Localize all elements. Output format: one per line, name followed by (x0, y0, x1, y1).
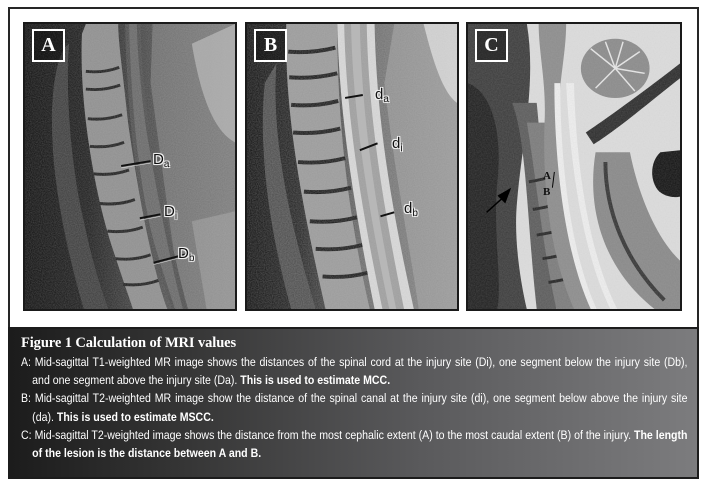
figure-caption: Figure 1 Calculation of MRI values A: Mi… (8, 327, 699, 479)
mri-panel-a: A Da Di Db (23, 22, 237, 311)
panel-label-c: C (475, 29, 508, 62)
mri-panel-b: B da di db (245, 22, 459, 311)
annotation-da-lower: da (375, 86, 389, 105)
mri-panel-c: C A B (466, 22, 682, 311)
panel-label-a: A (32, 29, 65, 62)
annotation-da: Da (153, 151, 170, 170)
caption-item-a: A: Mid-sagittal T1-weighted MR image sho… (21, 355, 688, 388)
caption-title: Figure 1 Calculation of MRI values (21, 335, 237, 351)
annotation-db: Db (178, 245, 195, 264)
panel-label-b: B (254, 29, 287, 62)
mri-image-t1 (25, 24, 235, 309)
mri-image-t2-lesion (468, 24, 680, 309)
annotation-db-lower: db (404, 200, 418, 219)
annotation-lesion-a: A (543, 170, 551, 182)
caption-item-b: B: Mid-sagittal T2-weighted MR image sho… (21, 391, 688, 424)
annotation-di-lower: di (392, 135, 403, 154)
annotation-lesion-b: B (543, 186, 551, 198)
mri-image-t2 (247, 24, 457, 309)
annotation-di: Di (164, 203, 178, 222)
caption-item-c: C: Mid-sagittal T2-weighted image shows … (21, 427, 688, 461)
